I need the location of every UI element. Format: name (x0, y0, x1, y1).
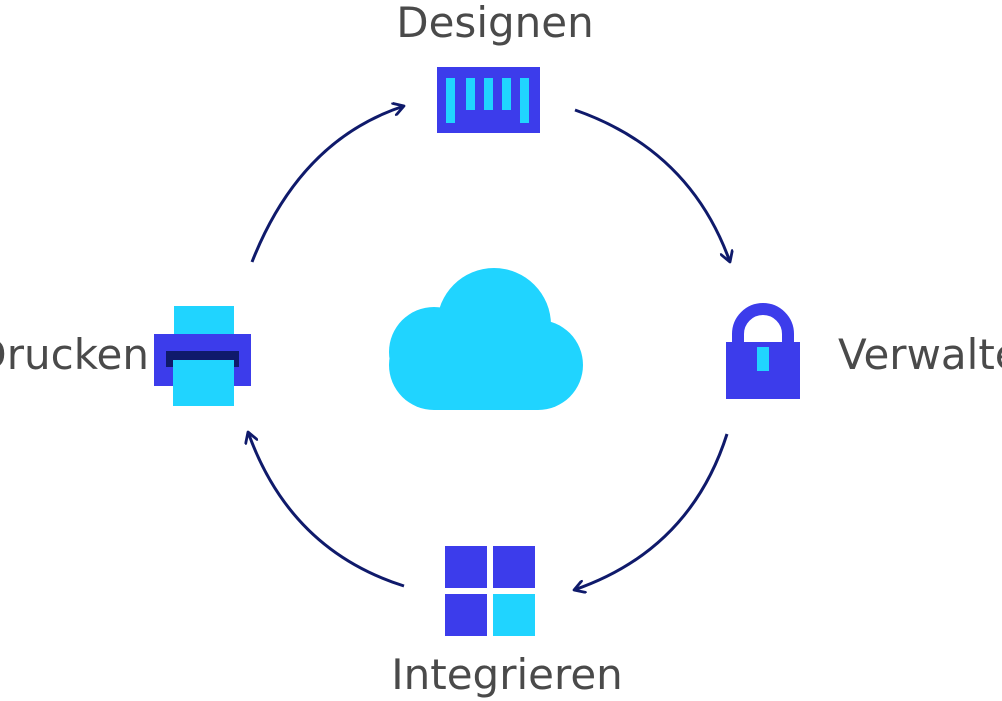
printer-icon (154, 306, 251, 406)
stage-print: Drucken (0, 306, 251, 406)
flow-arrow-print-to-design (250, 106, 404, 263)
stage-label-integrate: Integrieren (391, 650, 623, 699)
flow-arrow-manage-to-integrate (574, 433, 729, 590)
stage-label-manage: Verwalten (838, 330, 1002, 379)
stage-integrate: Integrieren (391, 546, 623, 699)
barcode-icon (437, 67, 540, 133)
stage-label-design: Designen (396, 0, 593, 47)
stage-manage: Verwalten (726, 303, 1002, 399)
stage-design: Designen (396, 0, 594, 133)
stage-label-print: Drucken (0, 330, 149, 379)
flow-arrow-integrate-to-print (248, 432, 405, 588)
cloud-icon (389, 268, 583, 410)
flow-arrow-design-to-manage (574, 108, 730, 262)
padlock-icon (726, 303, 800, 399)
windows-grid-icon (445, 546, 535, 636)
